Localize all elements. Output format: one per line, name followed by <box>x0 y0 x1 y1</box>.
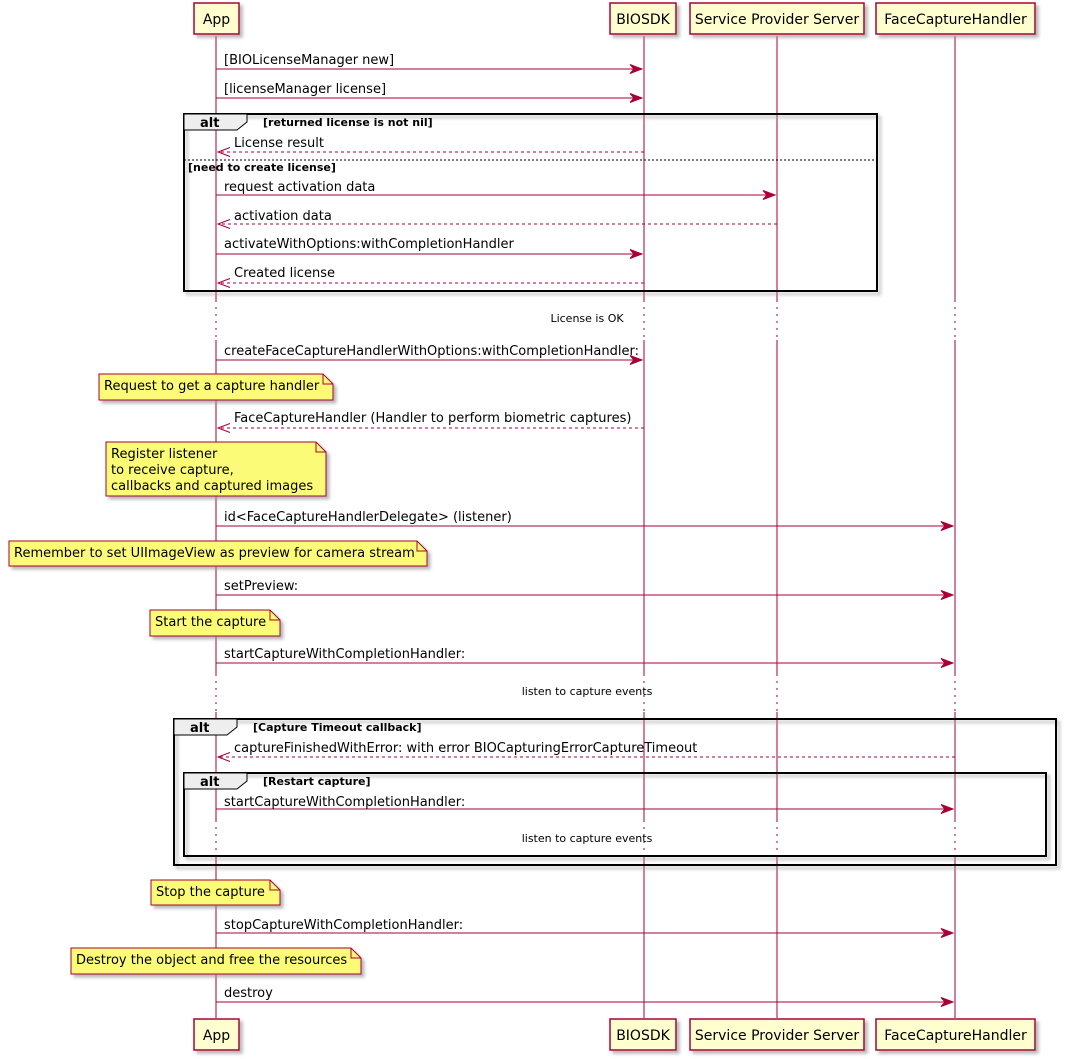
note-request-handler: Request to get a capture handler <box>98 373 334 401</box>
note-start-capture: Start the capture <box>149 609 281 637</box>
alt-guard: [returned license is not nil] <box>263 116 433 129</box>
note-stop-capture: Stop the capture <box>150 879 281 906</box>
message-label: Created license <box>234 266 335 281</box>
message-label: createFaceCaptureHandlerWithOptions:with… <box>224 344 639 359</box>
note-set-preview: Remember to set UIImageView as preview f… <box>8 540 428 567</box>
alt-guard: [Capture Timeout callback] <box>253 721 422 734</box>
message-label: setPreview: <box>224 579 298 594</box>
alt-keyword: alt <box>190 721 209 736</box>
return-arrow: FaceCaptureHandler (Handler to perform b… <box>216 411 644 433</box>
note-line: Start the capture <box>155 615 266 630</box>
divider-license-ok: License is OK <box>550 312 624 325</box>
participants-top: App BIOSDK Service Provider Server FaceC… <box>193 2 1036 35</box>
note-line: to receive capture, <box>111 463 234 478</box>
note-line: Remember to set UIImageView as preview f… <box>14 546 415 561</box>
message-arrow: setPreview: <box>216 579 955 600</box>
message-label: request activation data <box>224 180 375 195</box>
message-label: id<FaceCaptureHandlerDelegate> (listener… <box>224 510 512 525</box>
message-label: destroy <box>224 986 273 1001</box>
message-label: captureFinishedWithError: with error BIO… <box>234 741 697 756</box>
participant-service-provider-bottom-label: Service Provider Server <box>695 1028 859 1044</box>
participant-face-capture-handler-bottom: FaceCaptureHandler <box>875 1018 1036 1051</box>
message-label: activation data <box>234 209 332 224</box>
message-arrow: stopCaptureWithCompletionHandler: <box>216 918 955 938</box>
lifelines <box>215 36 956 1018</box>
message-arrow: request activation data <box>216 180 777 200</box>
participant-biosdk: BIOSDK <box>609 2 677 35</box>
note-line: Stop the capture <box>156 885 265 900</box>
return-arrow: activation data <box>216 209 777 229</box>
note-line: Destroy the object and free the resource… <box>76 953 347 968</box>
participant-service-provider-label: Service Provider Server <box>695 12 859 28</box>
else-guard: [need to create license] <box>188 161 336 174</box>
participant-app-bottom-label: App <box>203 1028 230 1044</box>
message-label: [licenseManager license] <box>224 82 386 97</box>
message-label: License result <box>234 136 324 151</box>
participant-face-capture-handler-label: FaceCaptureHandler <box>884 12 1027 28</box>
message-label: startCaptureWithCompletionHandler: <box>224 647 465 662</box>
message-arrow: startCaptureWithCompletionHandler: <box>216 795 955 814</box>
participant-app: App <box>193 2 240 35</box>
message-label: activateWithOptions:withCompletionHandle… <box>224 237 515 252</box>
alt-fragment-license: alt [returned license is not nil] [need … <box>183 113 878 292</box>
participant-service-provider-bottom: Service Provider Server <box>689 1018 865 1051</box>
alt-guard: [Restart capture] <box>263 775 371 788</box>
message-label: startCaptureWithCompletionHandler: <box>224 795 465 810</box>
message-arrow: destroy <box>216 986 955 1007</box>
note-line: callbacks and captured images <box>111 479 313 494</box>
participant-biosdk-label: BIOSDK <box>616 12 670 28</box>
alt-fragment-restart: alt [Restart capture] <box>183 772 1047 857</box>
return-arrow: Created license <box>216 266 644 288</box>
return-arrow: License result <box>216 136 644 157</box>
message-arrow: id<FaceCaptureHandlerDelegate> (listener… <box>216 510 955 531</box>
note-line: Request to get a capture handler <box>104 379 320 394</box>
note-line: Register listener <box>111 447 218 462</box>
message-arrow: activateWithOptions:withCompletionHandle… <box>216 237 644 259</box>
message-arrow: [BIOLicenseManager new] <box>216 53 644 74</box>
alt-keyword: alt <box>200 775 219 790</box>
participant-app-bottom: App <box>193 1018 240 1051</box>
notes: Request to get a capture handler Registe… <box>8 373 428 975</box>
alt-keyword: alt <box>200 116 219 131</box>
participant-face-capture-handler-bottom-label: FaceCaptureHandler <box>884 1028 1027 1044</box>
participant-service-provider: Service Provider Server <box>689 2 865 35</box>
message-label: [BIOLicenseManager new] <box>224 53 394 68</box>
message-label: stopCaptureWithCompletionHandler: <box>224 918 463 933</box>
divider-listen-events: listen to capture events <box>522 685 653 698</box>
participant-biosdk-bottom-label: BIOSDK <box>616 1028 670 1044</box>
note-destroy-object: Destroy the object and free the resource… <box>70 947 362 975</box>
dividers: License is OK listen to capture events l… <box>522 312 653 845</box>
participant-biosdk-bottom: BIOSDK <box>609 1018 677 1051</box>
message-arrow: [licenseManager license] <box>216 82 644 103</box>
message-label: FaceCaptureHandler (Handler to perform b… <box>234 411 631 426</box>
participants-bottom: App BIOSDK Service Provider Server FaceC… <box>193 1018 1036 1051</box>
divider-listen-events-inner: listen to capture events <box>522 832 653 845</box>
messages: [BIOLicenseManager new] [licenseManager … <box>216 53 955 1007</box>
participant-face-capture-handler: FaceCaptureHandler <box>875 2 1036 35</box>
alt-fragment-timeout: alt [Capture Timeout callback] <box>173 718 1057 866</box>
note-register-listener: Register listener to receive capture, ca… <box>105 441 327 497</box>
message-arrow: createFaceCaptureHandlerWithOptions:with… <box>216 344 644 365</box>
participant-app-label: App <box>203 12 230 28</box>
return-arrow: captureFinishedWithError: with error BIO… <box>216 741 955 762</box>
message-arrow: startCaptureWithCompletionHandler: <box>216 647 955 668</box>
